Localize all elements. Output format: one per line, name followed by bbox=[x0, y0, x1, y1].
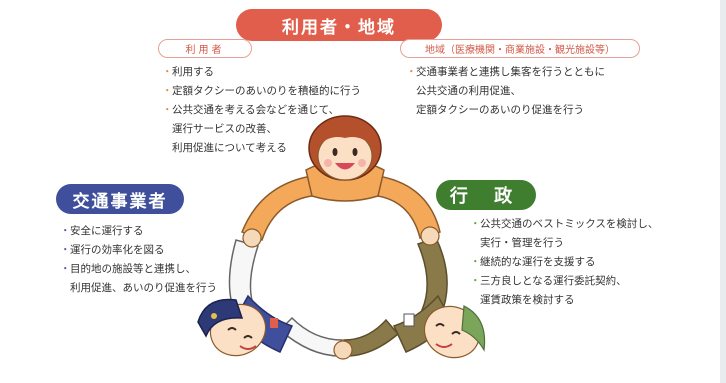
government-list: ・公共交通のベストミックスを検討し、実行・管理を行う ・継続的な運行を支援する … bbox=[470, 215, 658, 310]
operators-list: ・安全に運行する ・運行の効率化を図る ・目的地の施設等と連携し、利用促進、あい… bbox=[60, 222, 217, 298]
woman-figure-icon bbox=[305, 115, 385, 202]
bullet-icon: ・ bbox=[60, 263, 71, 275]
bullet-icon: ・ bbox=[470, 275, 481, 287]
users-region-title: 利用者・地域 bbox=[236, 9, 442, 41]
list-item: ・目的地の施設等と連携し、利用促進、あいのり促進を行う bbox=[60, 260, 217, 298]
official-figure-icon bbox=[392, 294, 486, 359]
region-list: ・交通事業者と連携し集客を行うとともに公共交通の利用促進、定額タクシーのあいのり… bbox=[406, 63, 605, 120]
list-item: ・安全に運行する bbox=[60, 222, 217, 241]
bullet-icon: ・ bbox=[162, 85, 173, 97]
bullet-icon: ・ bbox=[60, 244, 71, 256]
bullet-icon: ・ bbox=[60, 225, 71, 237]
bullet-icon: ・ bbox=[470, 218, 481, 230]
list-item: ・公共交通を考える会などを通じて、運行サービスの改善、利用促進について考える bbox=[162, 101, 361, 158]
operators-title: 交通事業者 bbox=[56, 184, 184, 214]
list-item: ・継続的な運行を支援する bbox=[470, 253, 658, 272]
right-edge-divider bbox=[720, 0, 726, 383]
government-title: 行 政 bbox=[436, 180, 536, 210]
list-item: ・運行の効率化を図る bbox=[60, 241, 217, 260]
list-item: ・公共交通のベストミックスを検討し、実行・管理を行う bbox=[470, 215, 658, 253]
bullet-icon: ・ bbox=[162, 104, 173, 116]
list-item: ・定額タクシーのあいのりを積極的に行う bbox=[162, 82, 361, 101]
bullet-icon: ・ bbox=[162, 66, 173, 78]
users-list: ・利用する ・定額タクシーのあいのりを積極的に行う ・公共交通を考える会などを通… bbox=[162, 63, 361, 158]
region-label: 地域（医療機関・商業施設・観光施設等） bbox=[400, 39, 640, 58]
list-item: ・利用する bbox=[162, 63, 361, 82]
list-item: ・交通事業者と連携し集客を行うとともに公共交通の利用促進、定額タクシーのあいのり… bbox=[406, 63, 605, 120]
users-label: 利用者 bbox=[158, 39, 252, 58]
driver-figure-icon bbox=[197, 294, 294, 357]
hands bbox=[242, 226, 440, 360]
bullet-icon: ・ bbox=[406, 66, 417, 78]
bullet-icon: ・ bbox=[470, 256, 481, 268]
list-item: ・三方良しとなる運行委託契約、運賃政策を検討する bbox=[470, 272, 658, 310]
